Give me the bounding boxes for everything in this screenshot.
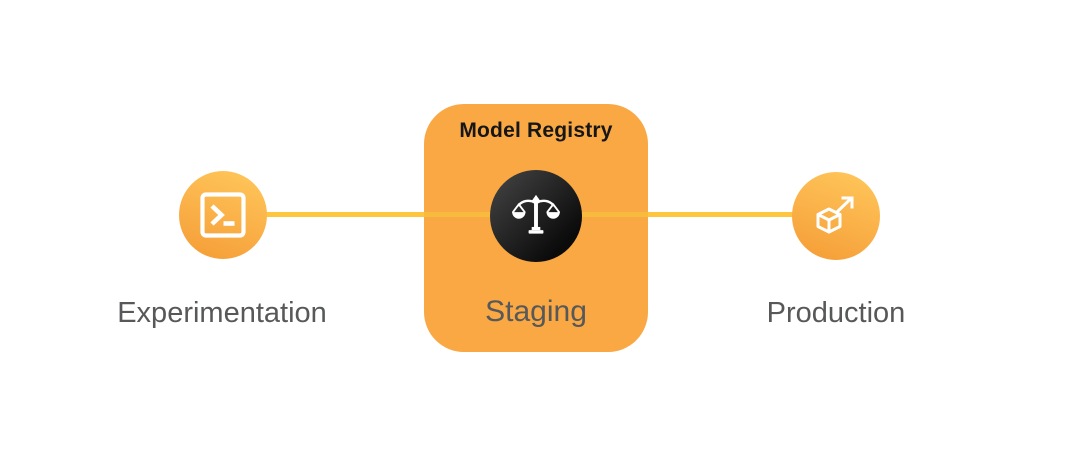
stage-label-experimentation: Experimentation xyxy=(117,297,327,329)
scales-icon xyxy=(512,194,560,234)
production-node xyxy=(792,172,880,260)
staging-node xyxy=(490,170,582,262)
cube-arrow-icon xyxy=(816,196,854,234)
model-registry-box: Model Registry xyxy=(424,104,648,352)
stage-label-staging: Staging xyxy=(485,295,587,328)
registry-title: Model Registry xyxy=(459,119,613,142)
stage-label-production: Production xyxy=(766,297,906,329)
experimentation-node xyxy=(179,171,267,259)
terminal-icon xyxy=(200,192,246,238)
